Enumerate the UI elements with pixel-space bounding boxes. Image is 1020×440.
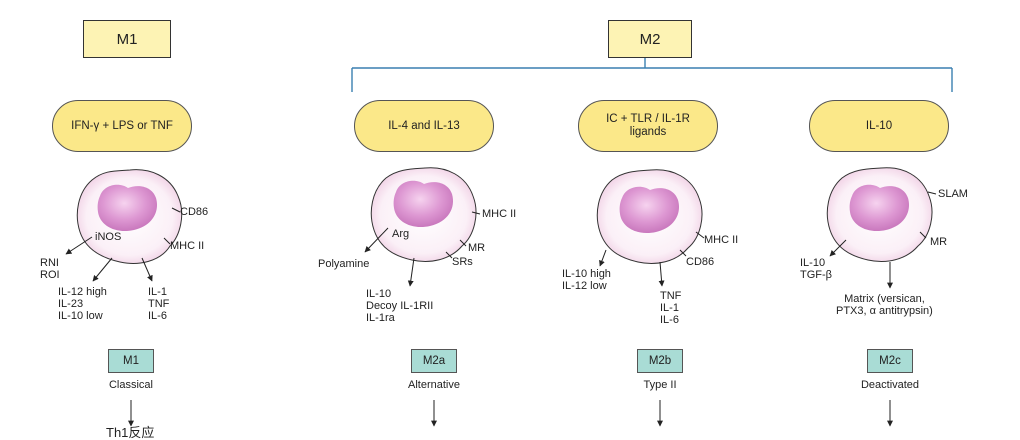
cell-m2a bbox=[370, 167, 477, 262]
m2c-marker-slam: SLAM bbox=[938, 188, 968, 200]
m2a-marker-srs: SRs bbox=[452, 256, 473, 268]
m1-inner-inos: iNOS bbox=[95, 231, 122, 243]
type-tag-m1: M1 bbox=[108, 349, 154, 373]
cell-m2b bbox=[596, 169, 703, 264]
header-m1: M1 bbox=[83, 20, 171, 58]
type-label-m2b: Type II bbox=[643, 379, 677, 391]
cell-m2c bbox=[826, 167, 933, 262]
type-tag-m2b: M2b bbox=[637, 349, 683, 373]
type-tag-m2c: M2c bbox=[867, 349, 913, 373]
cell-m1 bbox=[76, 169, 183, 264]
m1-outcome-label: Th1反应 bbox=[106, 425, 155, 440]
m2-bracket bbox=[351, 58, 953, 92]
m2a-inner-arg: Arg bbox=[392, 228, 410, 240]
m2a-marker-mhc2: MHC II bbox=[482, 208, 517, 220]
m1-marker-cd86: CD86 bbox=[180, 206, 209, 218]
m2a-output-left: Polyamine bbox=[318, 258, 370, 270]
m2c-output-middle: Matrix (versican,PTX3, α antitrypsin) bbox=[836, 293, 933, 317]
m2b-marker-cd86: CD86 bbox=[686, 256, 715, 268]
m2c-marker-mr: MR bbox=[930, 236, 948, 248]
m2b-marker-mhc2: MHC II bbox=[704, 234, 739, 246]
output-arrows bbox=[65, 227, 893, 427]
m1-marker-mhc2: MHC II bbox=[170, 240, 205, 252]
type-label-m2a: Alternative bbox=[408, 379, 460, 391]
type-label-m2c: Deactivated bbox=[860, 379, 920, 391]
header-m2: M2 bbox=[608, 20, 692, 58]
type-tag-m2a: M2a bbox=[411, 349, 457, 373]
stimulus-m2a: IL-4 and IL-13 bbox=[354, 100, 494, 152]
stimulus-m2c: IL-10 bbox=[809, 100, 949, 152]
stimulus-m1: IFN-γ + LPS or TNF bbox=[52, 100, 192, 152]
m2a-marker-mr: MR bbox=[468, 242, 486, 254]
marker-ticks bbox=[163, 191, 937, 259]
stimulus-m2b: IC + TLR / IL-1R ligands bbox=[578, 100, 718, 152]
type-label-m1: Classical bbox=[108, 379, 153, 391]
